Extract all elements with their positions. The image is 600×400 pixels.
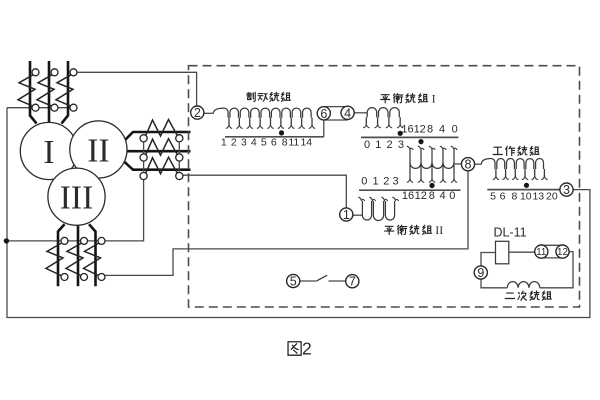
svg-text:12: 12 (557, 247, 568, 258)
svg-text:6: 6 (320, 107, 327, 121)
svg-text:0: 0 (449, 190, 455, 202)
svg-text:8: 8 (282, 136, 288, 148)
svg-text:6: 6 (271, 136, 277, 148)
svg-text:5: 5 (290, 275, 297, 289)
svg-text:2: 2 (231, 136, 237, 148)
svg-text:3: 3 (241, 136, 247, 148)
svg-text:6: 6 (500, 191, 506, 203)
svg-text:1: 1 (375, 139, 381, 151)
svg-text:16: 16 (402, 190, 414, 202)
svg-text:8: 8 (429, 190, 435, 202)
svg-text:4: 4 (439, 124, 445, 136)
svg-text:II: II (87, 132, 109, 169)
svg-text:1: 1 (343, 208, 350, 222)
svg-text:0: 0 (452, 124, 458, 136)
svg-text:20: 20 (546, 191, 558, 203)
svg-text:I: I (43, 134, 54, 171)
svg-text:0: 0 (364, 139, 370, 151)
svg-text:3: 3 (392, 176, 398, 188)
svg-text:3: 3 (563, 183, 570, 197)
svg-text:12: 12 (415, 190, 427, 202)
svg-text:4: 4 (251, 136, 257, 148)
svg-text:11: 11 (288, 136, 299, 148)
svg-text:8: 8 (511, 191, 517, 203)
svg-text:14: 14 (300, 136, 312, 148)
svg-text:5: 5 (261, 136, 267, 148)
svg-text:16: 16 (401, 124, 413, 136)
svg-text:7: 7 (349, 275, 356, 289)
svg-text:I: I (432, 91, 436, 105)
svg-text:2: 2 (387, 139, 393, 151)
svg-text:4: 4 (344, 106, 351, 120)
svg-text:9: 9 (477, 266, 484, 280)
svg-text:1: 1 (372, 176, 378, 188)
svg-text:3: 3 (398, 139, 404, 151)
svg-text:DL-11: DL-11 (493, 225, 526, 239)
svg-text:8: 8 (427, 124, 433, 136)
svg-text:5: 5 (490, 191, 496, 203)
svg-text:4: 4 (439, 190, 445, 202)
svg-text:1: 1 (221, 136, 227, 148)
svg-text:11: 11 (536, 247, 546, 258)
svg-text:0: 0 (361, 176, 367, 188)
svg-text:10: 10 (520, 191, 532, 203)
svg-text:12: 12 (414, 124, 426, 136)
svg-text:III: III (60, 180, 93, 217)
svg-text:2: 2 (194, 106, 201, 120)
svg-text:2: 2 (302, 339, 312, 359)
svg-text:13: 13 (532, 191, 544, 203)
svg-text:II: II (435, 223, 443, 237)
svg-text:8: 8 (465, 158, 472, 172)
svg-text:2: 2 (383, 176, 389, 188)
